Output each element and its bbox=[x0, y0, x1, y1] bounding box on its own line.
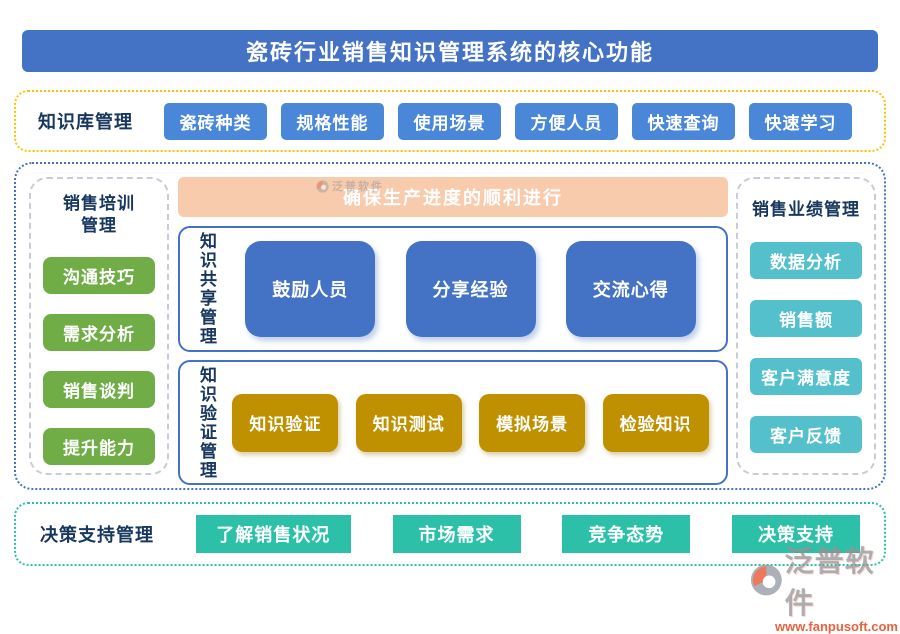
decision-support-label: 决策支持管理 bbox=[40, 525, 154, 545]
training-item-negotiation: 销售谈判 bbox=[43, 371, 155, 409]
performance-item-sales-amount: 销售额 bbox=[750, 300, 862, 338]
sales-training-title: 销售培训管理 bbox=[63, 194, 135, 236]
center-column: 泛普软件 确保生产进度的顺利进行 知识共享管理 鼓励人员 分享经验 交流心得 知… bbox=[178, 177, 728, 485]
brand-watermark: 泛普软件 www.fanpusoft.com bbox=[750, 538, 900, 634]
fanpusoft-logo-icon bbox=[750, 564, 782, 596]
page-title: 瓷砖行业销售知识管理系统的核心功能 bbox=[22, 30, 878, 72]
training-item-capability: 提升能力 bbox=[43, 428, 155, 466]
decision-item-competition: 竞争态势 bbox=[562, 515, 691, 553]
sharing-item-share-experience: 分享经验 bbox=[405, 241, 536, 337]
knowledge-sharing-nodes: 鼓励人员 分享经验 交流心得 bbox=[215, 241, 726, 337]
verify-item-knowledge-verify: 知识验证 bbox=[232, 393, 339, 452]
verify-item-check-knowledge: 检验知识 bbox=[602, 393, 709, 452]
fanpusoft-logo-icon bbox=[316, 179, 329, 193]
performance-item-customer-satisfaction: 客户满意度 bbox=[750, 358, 862, 396]
decision-item-decision-support: 决策支持 bbox=[732, 515, 860, 553]
production-progress-banner: 泛普软件 确保生产进度的顺利进行 bbox=[178, 177, 728, 217]
verify-item-knowledge-test: 知识测试 bbox=[355, 393, 462, 452]
decision-support-section: 决策支持管理 了解销售状况 市场需求 竞争态势 决策支持 bbox=[14, 502, 886, 566]
sales-performance-title: 销售业绩管理 bbox=[752, 200, 860, 219]
kb-item-convenience: 方便人员 bbox=[515, 102, 618, 140]
training-item-needs-analysis: 需求分析 bbox=[43, 314, 155, 352]
decision-item-sales-status: 了解销售状况 bbox=[195, 515, 351, 553]
sharing-item-encourage-staff: 鼓励人员 bbox=[245, 241, 376, 337]
banner-watermark-text: 泛普软件 bbox=[332, 181, 384, 193]
performance-item-customer-feedback: 客户反馈 bbox=[750, 416, 862, 454]
knowledge-base-section: 知识库管理 瓷砖种类 规格性能 使用场景 方便人员 快速查询 快速学习 bbox=[14, 90, 886, 152]
banner-watermark: 泛普软件 bbox=[316, 178, 384, 194]
knowledge-verification-nodes: 知识验证 知识测试 模拟场景 检验知识 bbox=[215, 393, 726, 452]
kb-item-usage-scenarios: 使用场景 bbox=[398, 102, 501, 140]
kb-item-tile-types: 瓷砖种类 bbox=[164, 102, 267, 140]
brand-row: 泛普软件 bbox=[750, 538, 900, 622]
core-functions-section: 销售培训管理 沟通技巧 需求分析 销售谈判 提升能力 泛普软件 确保生产进度的顺… bbox=[14, 162, 886, 490]
knowledge-verification-panel: 知识验证管理 知识验证 知识测试 模拟场景 检验知识 bbox=[178, 360, 728, 485]
sales-performance-panel: 销售业绩管理 数据分析 销售额 客户满意度 客户反馈 bbox=[736, 177, 876, 475]
training-item-communication: 沟通技巧 bbox=[43, 257, 155, 295]
kb-item-quick-query: 快速查询 bbox=[632, 102, 735, 140]
performance-item-data-analysis: 数据分析 bbox=[750, 242, 862, 280]
brand-url: www.fanpusoft.com bbox=[774, 619, 898, 634]
knowledge-verification-title: 知识验证管理 bbox=[197, 365, 216, 480]
banner-text: 确保生产进度的顺利进行 bbox=[343, 188, 563, 208]
kb-item-quick-learning: 快速学习 bbox=[749, 102, 852, 140]
brand-name: 泛普软件 bbox=[784, 546, 875, 620]
kb-item-spec-performance: 规格性能 bbox=[281, 102, 384, 140]
verify-item-simulate-scenario: 模拟场景 bbox=[479, 393, 586, 452]
knowledge-sharing-panel: 知识共享管理 鼓励人员 分享经验 交流心得 bbox=[178, 226, 728, 352]
sharing-item-exchange-insights: 交流心得 bbox=[565, 241, 696, 337]
decision-item-market-demand: 市场需求 bbox=[392, 515, 521, 553]
knowledge-base-label: 知识库管理 bbox=[38, 112, 133, 132]
sales-training-panel: 销售培训管理 沟通技巧 需求分析 销售谈判 提升能力 bbox=[29, 177, 169, 475]
knowledge-sharing-title: 知识共享管理 bbox=[197, 232, 216, 346]
